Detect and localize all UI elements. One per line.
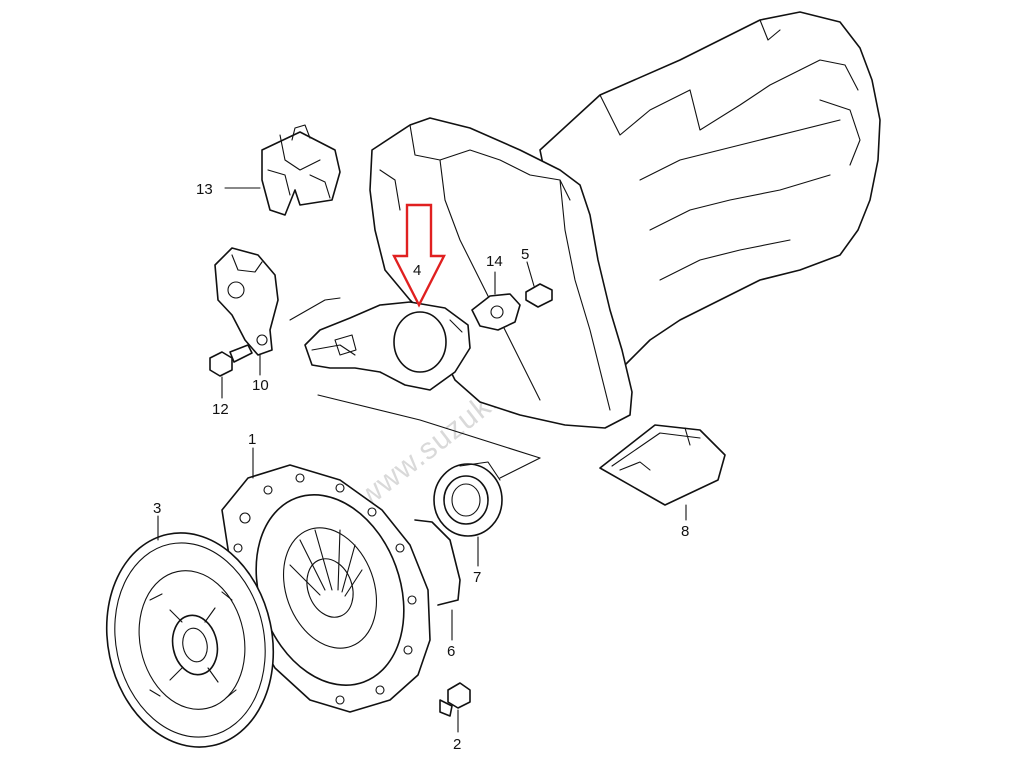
callout-1: 1 xyxy=(248,431,256,448)
part-12-bolt xyxy=(209,344,253,399)
part-5-bolt xyxy=(525,261,553,308)
callout-5: 5 xyxy=(521,246,529,263)
part-3-clutch-disc xyxy=(105,515,275,748)
part-8-cover xyxy=(599,424,726,521)
callout-6: 6 xyxy=(447,643,455,660)
callout-2: 2 xyxy=(453,736,461,753)
part-10-pivot xyxy=(214,247,279,376)
part-14-pin xyxy=(471,271,521,331)
part-6-clip xyxy=(414,519,461,641)
callout-3: 3 xyxy=(153,500,161,517)
callout-12: 12 xyxy=(212,401,229,418)
callout-10: 10 xyxy=(252,377,269,394)
transmission-housing xyxy=(369,11,881,429)
highlight-arrow xyxy=(392,203,446,308)
callout-13: 13 xyxy=(196,181,213,198)
part-2-bolt xyxy=(439,682,471,733)
part-4-release-fork xyxy=(289,297,541,459)
callout-4: 4 xyxy=(413,262,421,279)
callout-8: 8 xyxy=(681,523,689,540)
part-13-bracket xyxy=(224,124,341,216)
callout-7: 7 xyxy=(473,569,481,586)
part-7-bearing xyxy=(433,457,541,567)
callout-14: 14 xyxy=(486,253,503,270)
